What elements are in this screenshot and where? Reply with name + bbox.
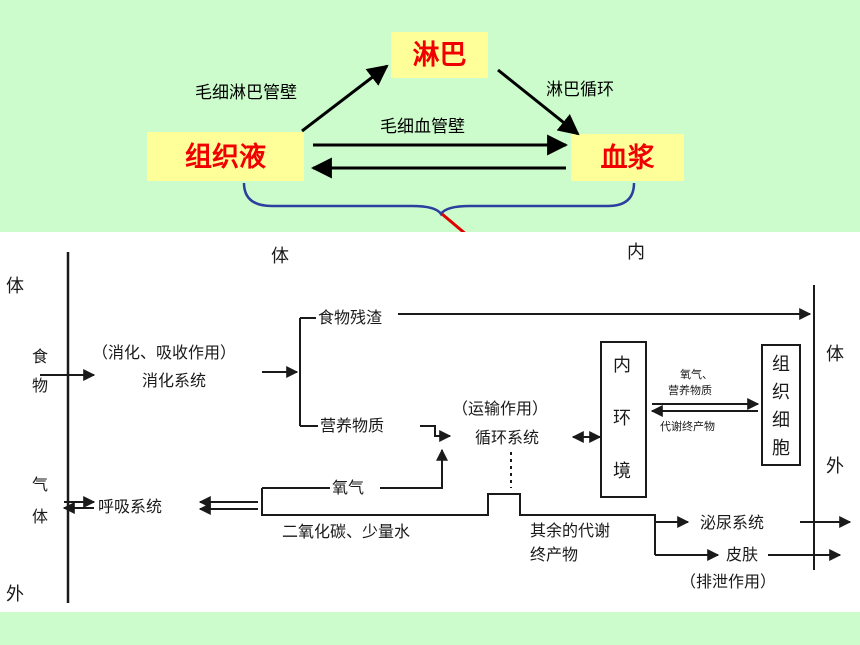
gas-label-1: 气 (32, 475, 48, 494)
oxygen-label: 氧气 (332, 478, 364, 497)
tissue-fluid-node-label: 组织液 (185, 141, 266, 173)
plasma-node-box (571, 134, 684, 181)
tissue-cells-label-1: 组 (772, 354, 790, 375)
urinary-system-label: 泌尿系统 (700, 513, 764, 532)
internal-env-label-1: 内 (613, 355, 631, 376)
internal-env-box (600, 341, 647, 498)
tissue-fluid-node-box (147, 132, 304, 181)
circulatory-system-label: 循环系统 (475, 428, 539, 447)
internal-env-label-2: 环 (613, 408, 631, 429)
brace (242, 182, 636, 217)
body-exchange-diagram: 体 内 体 外 体 外 食 物 （消化、吸收作用） 消化系统 食物残渣 营养物质… (0, 232, 860, 612)
lymph-node-label: 淋巴 (413, 40, 467, 71)
skin-label: 皮肤 (726, 545, 758, 564)
lymph-node-box (391, 32, 488, 78)
tissue-to-lymph-arrow (301, 64, 389, 133)
tissue-cells-label-2: 织 (772, 382, 790, 403)
digestion-system-label: 消化系统 (142, 371, 206, 390)
excretion-action-label: （排泄作用） (680, 572, 776, 591)
oxygen-to-circulation-arrow (380, 448, 448, 489)
left-outside-label-2: 外 (6, 584, 24, 605)
right-outside-label-1: 体 (826, 344, 844, 365)
food-label-2: 物 (32, 376, 48, 395)
plasma-node-label: 血浆 (601, 142, 656, 174)
other-waste-label-2: 终产物 (530, 545, 578, 564)
food-label-1: 食 (32, 347, 48, 366)
right-outside-label-2: 外 (826, 456, 844, 477)
digestion-action-label: （消化、吸收作用） (92, 343, 236, 362)
nutrients-to-circulation-arrow (420, 425, 452, 442)
header-body-label: 体 (271, 246, 289, 267)
tissue-cells-label-3: 细 (772, 410, 790, 431)
tissue-to-lymph-label: 毛细淋巴管壁 (195, 83, 297, 103)
other-waste-label-1: 其余的代谢 (530, 521, 610, 540)
co2-water-label: 二氧化碳、少量水 (282, 522, 410, 541)
exchange-top-label-1: 氧气、 (680, 367, 713, 381)
nutrients-label: 营养物质 (320, 416, 384, 435)
transport-action-label: （运输作用） (452, 399, 548, 418)
lymph-to-plasma-arrow (497, 68, 580, 136)
resp-loop (261, 488, 656, 555)
capillary-wall-label: 毛细血管壁 (380, 117, 465, 137)
left-outside-label-1: 体 (6, 276, 24, 297)
internal-env-label-3: 境 (613, 461, 631, 482)
diagram-panel (0, 232, 860, 612)
exchange-top-label-2: 营养物质 (668, 383, 712, 397)
tissue-cells-box (761, 344, 801, 466)
header-inside-label: 内 (627, 242, 645, 263)
gas-label-2: 体 (32, 507, 48, 526)
exchange-bottom-label: 代谢终产物 (660, 419, 715, 433)
tissue-cells-label-4: 胞 (772, 438, 790, 459)
food-residue-label: 食物残渣 (318, 308, 382, 327)
lymph-to-plasma-label: 淋巴循环 (546, 80, 614, 100)
respiratory-system-label: 呼吸系统 (98, 497, 162, 516)
